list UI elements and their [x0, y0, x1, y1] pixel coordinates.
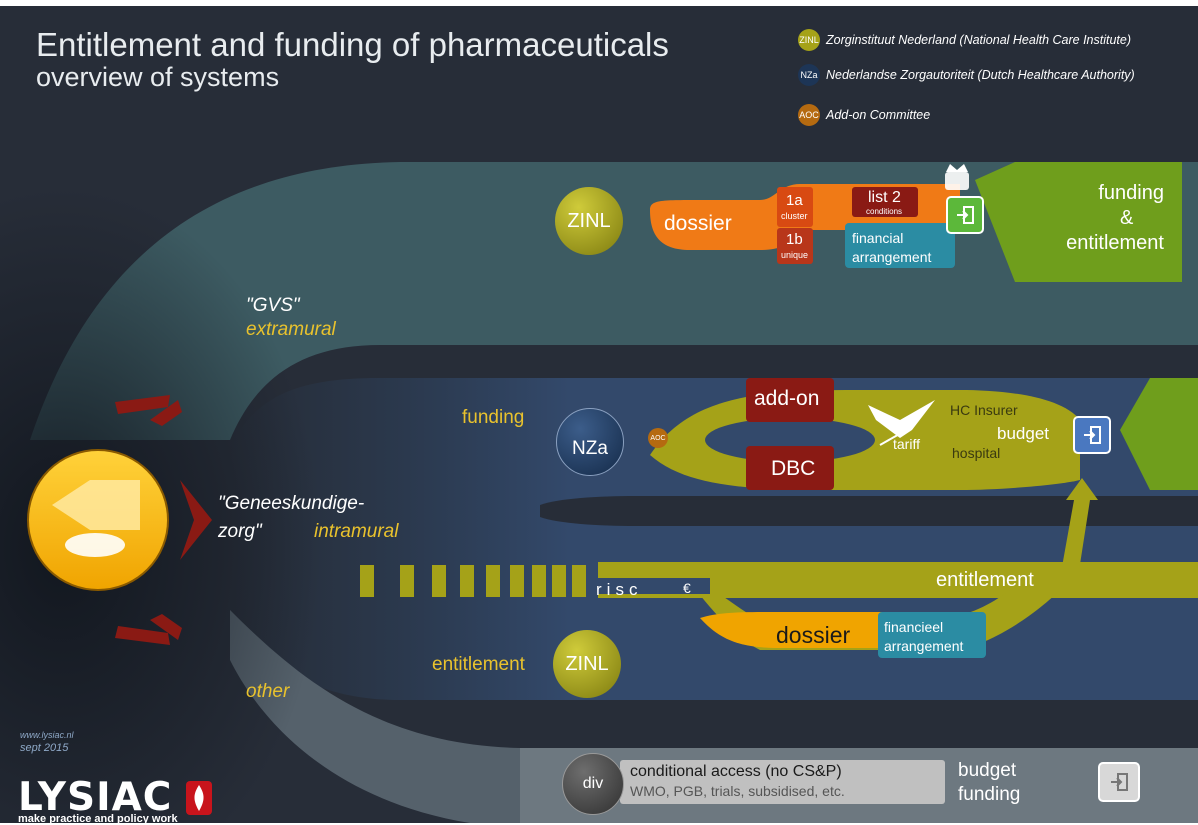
footer-url: www.lysiac.nl — [20, 730, 74, 740]
addon-label: add-on — [754, 387, 820, 410]
risc-stripes — [360, 565, 586, 597]
intramural-dossier: dossier — [776, 622, 851, 648]
box-list2 — [852, 187, 918, 217]
other-enter-icon — [1098, 762, 1140, 802]
gvs-outcome-area — [975, 162, 1182, 282]
nza-badge-icon: NZa — [798, 64, 820, 86]
entitlement-flow-label: entitlement — [936, 569, 1034, 591]
other-budget-line1: budget — [958, 760, 1017, 781]
gvs-outcome-line1: funding — [1098, 182, 1164, 204]
intramural-type: intramural — [314, 521, 399, 542]
footer-tagline: make practice and policy work — [18, 813, 178, 825]
box-1b — [777, 228, 813, 264]
intramural-name-line1: "Geneeskundige- — [218, 493, 365, 514]
box-1b-label: 1b — [786, 231, 803, 248]
other-name: other — [246, 681, 290, 702]
legend-item-zinl: ZINL Zorginstituut Nederland (National H… — [798, 29, 1132, 51]
box-1a-label: 1a — [786, 192, 803, 209]
dbc-label: DBC — [771, 457, 816, 480]
intramural-funding-label: funding — [462, 407, 525, 428]
legend-item-aoc: AOC Add-on Committee — [798, 104, 931, 126]
zinl-node-intramural: ZINL — [553, 630, 621, 698]
box-financieel-arrangement — [878, 612, 986, 658]
page-title: Entitlement and funding of pharmaceutica… — [36, 26, 669, 63]
gvs-enter-icon — [946, 196, 984, 234]
zinl-node-intramural-label: ZINL — [565, 652, 609, 675]
legend-item-nza: NZa Nederlandse Zorgautoriteit (Dutch He… — [798, 64, 1135, 86]
hospital-label: hospital — [952, 445, 1001, 461]
div-node-label: div — [582, 775, 604, 792]
gvs-type: extramural — [246, 319, 336, 340]
box-1a-sub: cluster — [781, 211, 808, 221]
footer-date: sept 2015 — [20, 742, 69, 754]
aoc-node-label: AOC — [650, 434, 666, 442]
euro-label: € — [683, 580, 691, 596]
gvs-fin-line2: arrangement — [852, 249, 932, 265]
box-dbc — [746, 446, 834, 490]
conditional-access-box — [620, 760, 945, 804]
hc-insurer-label: HC Insurer — [950, 402, 1018, 418]
list2-label: list 2 — [868, 189, 901, 206]
gvs-name: "GVS" — [246, 295, 300, 316]
page-subtitle: overview of systems — [36, 62, 280, 92]
zinl-badge-icon: ZINL — [798, 29, 820, 51]
div-node: div — [562, 753, 624, 815]
gvs-outcome-line3: entitlement — [1066, 232, 1164, 254]
conditional-access-line2: WMO, PGB, trials, subsidised, etc. — [630, 783, 845, 799]
gvs-outcome-line2: & — [1120, 207, 1134, 229]
zinl-node-gvs: ZINL — [555, 187, 623, 255]
legend-label-nza: Nederlandse Zorgautoriteit (Dutch Health… — [826, 68, 1135, 82]
box-1a — [777, 187, 813, 227]
logo-flame-icon — [186, 781, 212, 815]
tariff-bird-icon — [868, 400, 935, 438]
other-budget-line2: funding — [958, 784, 1021, 805]
legend-label-aoc: Add-on Committee — [826, 108, 931, 122]
conditional-access-line1: conditional access (no CS&P) — [630, 763, 842, 780]
list2-sub: conditions — [866, 207, 903, 216]
tariff-label: tariff — [893, 436, 920, 452]
gvs-dossier: dossier — [664, 212, 732, 235]
box-financial-arrangement — [845, 223, 955, 268]
intramural-fin-line2: arrangement — [884, 638, 964, 654]
legend-label-zinl: Zorginstituut Nederland (National Health… — [826, 33, 1132, 47]
gvs-fin-line1: financial — [852, 230, 904, 246]
aoc-node: AOC — [648, 428, 668, 448]
intramural-fin-line1: financieel — [884, 619, 944, 635]
intramural-name-line2: zorg" — [218, 521, 262, 542]
box-1b-sub: unique — [781, 250, 809, 260]
risc-label: risc — [596, 580, 643, 599]
aoc-badge-icon: AOC — [798, 104, 820, 126]
intramural-entitlement-label: entitlement — [432, 654, 525, 675]
zinl-node-gvs-label: ZINL — [567, 209, 611, 232]
nza-node-label: NZa — [572, 438, 608, 459]
lysiac-logo: LYSIAC — [18, 775, 173, 820]
nza-node: NZa — [556, 408, 624, 476]
box-addon — [746, 378, 834, 422]
intramural-enter-icon — [1073, 416, 1111, 454]
crown-icon — [945, 164, 969, 190]
budget-label: budget — [997, 424, 1049, 443]
